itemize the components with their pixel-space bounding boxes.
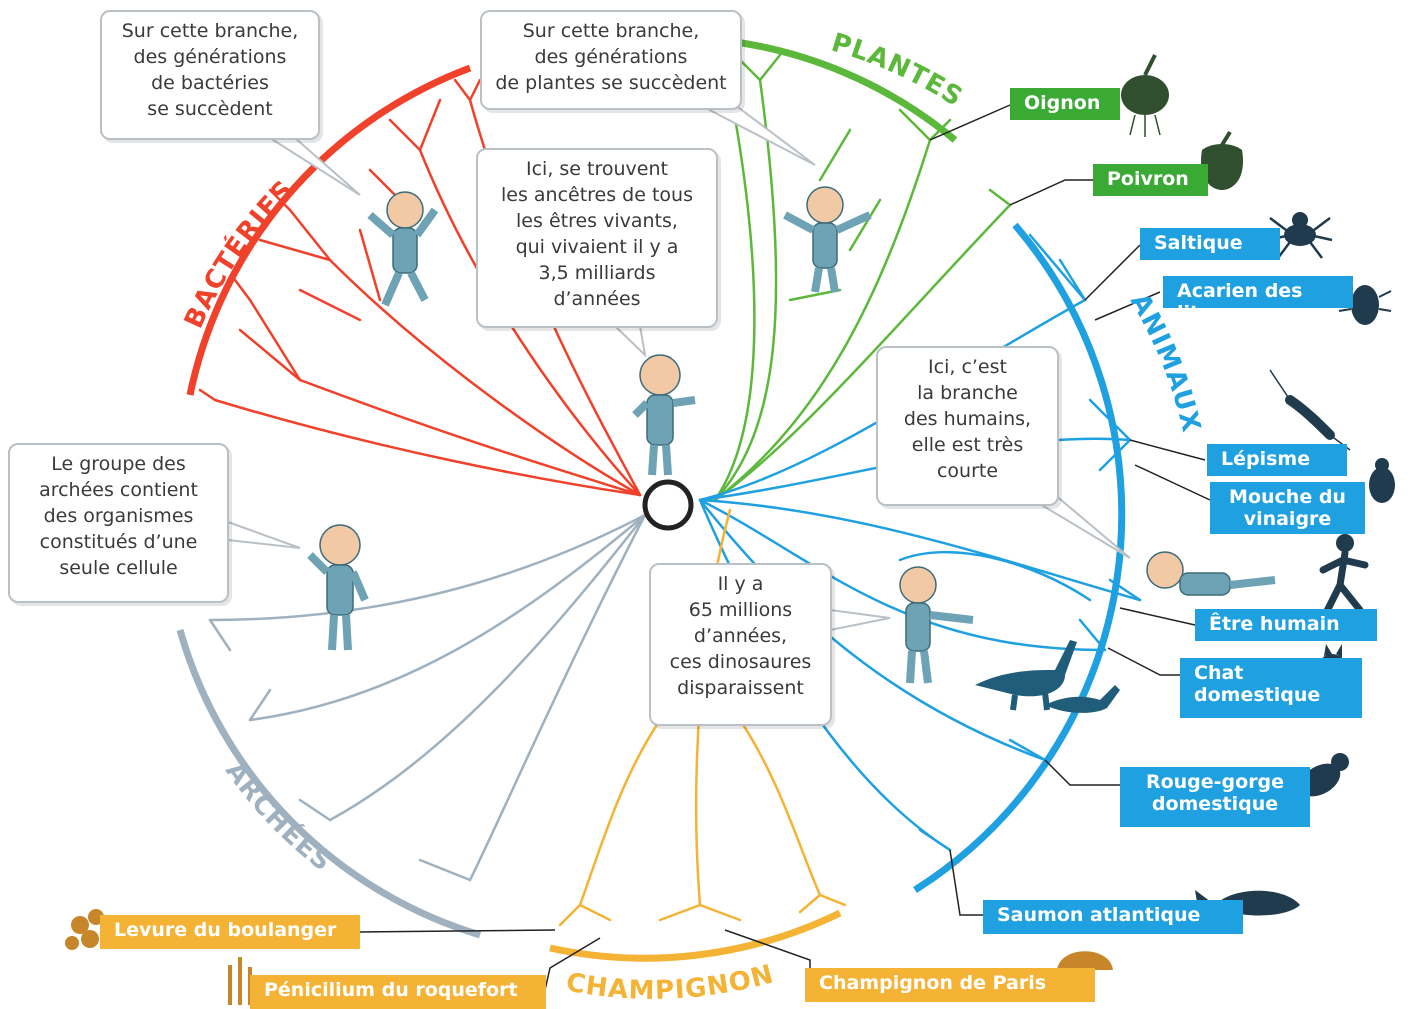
connector-saltique <box>1084 244 1141 301</box>
connector-mouche <box>1134 464 1211 501</box>
label-mouche: Mouche du vinaigre <box>1210 482 1365 534</box>
label-rouge-gorge: Rouge-gorge domestique <box>1120 767 1310 827</box>
pointer-dinosaurs <box>829 609 891 631</box>
runner-icon <box>1319 534 1369 619</box>
character-icon <box>307 186 1276 684</box>
plants-arc <box>719 36 958 143</box>
label-lepisme: Lépisme <box>1207 444 1347 476</box>
spider-icon <box>1267 212 1333 259</box>
label-saltique: Saltique <box>1140 228 1280 260</box>
connector-poivron <box>1009 179 1095 206</box>
bacteria-arc <box>186 64 472 396</box>
kingdom-archaea: ARCHÉES <box>219 757 337 878</box>
penicillium-icon <box>228 957 252 1005</box>
connector-acarien <box>1094 291 1161 321</box>
label-poivron: Poivron <box>1093 164 1208 196</box>
yeast-icon <box>65 909 104 950</box>
label-champignon-paris: Champignon de Paris <box>805 968 1095 1002</box>
connector-penicilium <box>544 937 601 991</box>
pointer-ancestors <box>614 325 647 358</box>
pointer-bacteria <box>269 137 361 196</box>
animals-branches <box>698 233 1142 852</box>
label-acarien: Acarien des lits <box>1163 276 1353 324</box>
connector-saumon <box>949 849 985 916</box>
archaea-arc <box>176 629 482 939</box>
dinosaur-icon <box>975 640 1120 713</box>
label-levure: Levure du boulanger <box>100 915 360 949</box>
bubble-dinosaurs: Il y a 65 millions d’années, ces dinosau… <box>649 563 832 726</box>
label-saumon: Saumon atlantique <box>983 900 1243 934</box>
pepper-icon <box>1201 130 1243 190</box>
kingdom-bacteria: BACTÉRIES <box>179 174 300 332</box>
archaea-branches <box>208 513 647 882</box>
connector-lepisme <box>1129 439 1206 461</box>
silverfish-icon <box>1269 369 1351 451</box>
bubble-humans-branch: Ici, c’est la branche des humains, elle … <box>876 346 1059 506</box>
animals-arc <box>913 222 1126 893</box>
plants-branches <box>713 53 1012 502</box>
bubble-ancestors: Ici, se trouvent les ancêtres de tous le… <box>476 148 718 328</box>
bubble-plants-generations: Sur cette branche, des générations de pl… <box>480 10 742 110</box>
connector-levure <box>359 929 556 933</box>
connector-rouge-gorge <box>1044 759 1120 786</box>
connector-oignon <box>929 104 1011 141</box>
fungi-arc <box>549 909 842 962</box>
label-humain: Être humain <box>1195 609 1377 641</box>
label-penicilium: Pénicilium du roquefort <box>250 975 546 1009</box>
label-chat: Chat domestique <box>1180 658 1362 718</box>
connector-chat <box>1107 647 1180 676</box>
root-node <box>642 479 694 531</box>
salmon-icon <box>1195 890 1300 920</box>
bubble-archaea-info: Le groupe des archées contient des organ… <box>8 443 229 603</box>
pointer-archaea <box>227 521 301 549</box>
onion-icon <box>1121 54 1169 137</box>
fruit-fly-icon <box>1369 458 1395 503</box>
bacteria-branches <box>198 78 642 497</box>
pointer-plants <box>699 104 816 166</box>
connector-humain <box>1119 607 1196 626</box>
bubble-bacteria-generations: Sur cette branche, des générations de ba… <box>100 10 320 140</box>
label-oignon: Oignon <box>1010 88 1120 120</box>
